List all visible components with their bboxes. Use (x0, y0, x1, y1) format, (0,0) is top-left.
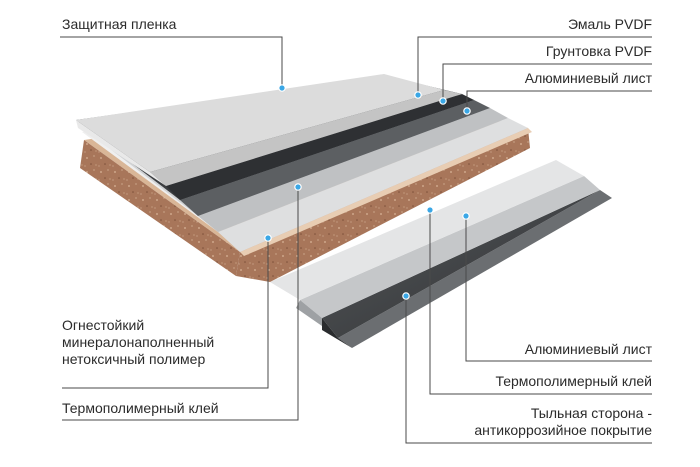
label-adhesive-bottom: Термополимерный клей (495, 373, 652, 389)
leader-protective-film (60, 36, 283, 88)
label-aluminum-bottom: Алюминиевый лист (524, 341, 652, 357)
leader-core-polymer (62, 238, 269, 389)
label-back-coating-line-2: антикоррозийное покрытие (474, 422, 652, 438)
label-protective-film: Защитная пленка (62, 16, 177, 32)
leader-lines (60, 36, 652, 444)
layer-adhesive-bottom (270, 160, 584, 300)
leader-pvdf-enamel (417, 36, 652, 95)
leader-aluminum-bottom (465, 216, 652, 362)
dot-protective-film (278, 84, 286, 92)
label-aluminum-top: Алюминиевый лист (524, 70, 652, 86)
dot-adhesive-bottom (426, 206, 434, 214)
dot-aluminum-bottom (462, 212, 470, 220)
layer-aluminum-bottom (296, 176, 600, 326)
leader-adhesive-top (62, 187, 299, 421)
label-adhesive-top: Термополимерный клей (62, 400, 219, 416)
dot-adhesive-top (294, 183, 302, 191)
dot-core-polymer (264, 234, 272, 242)
dot-aluminum-top (463, 107, 471, 115)
dot-pvdf-enamel (414, 91, 422, 99)
marker-dots (264, 84, 471, 300)
label-pvdf-enamel: Эмаль PVDF (567, 16, 652, 32)
label-pvdf-primer: Грунтовка PVDF (545, 43, 652, 59)
label-back-coating: Тыльная сторона - антикоррозийное покрыт… (474, 405, 652, 439)
leader-pvdf-primer (442, 63, 652, 101)
leader-adhesive-bottom (429, 210, 652, 395)
dot-back-coating (402, 292, 410, 300)
leader-back-coating (405, 296, 652, 444)
label-back-coating-line-1: Тыльная сторона - (530, 405, 652, 421)
dot-pvdf-primer (439, 97, 447, 105)
label-core-polymer: Огнестойкий минералонаполненный нетоксич… (62, 317, 214, 368)
leader-aluminum-top (466, 90, 652, 111)
label-core-polymer-line-1: Огнестойкий (62, 317, 145, 333)
label-core-polymer-line-3: нетоксичный полимер (62, 351, 206, 367)
label-core-polymer-line-2: минералонаполненный (62, 334, 215, 350)
layer-protective-film (76, 74, 462, 186)
